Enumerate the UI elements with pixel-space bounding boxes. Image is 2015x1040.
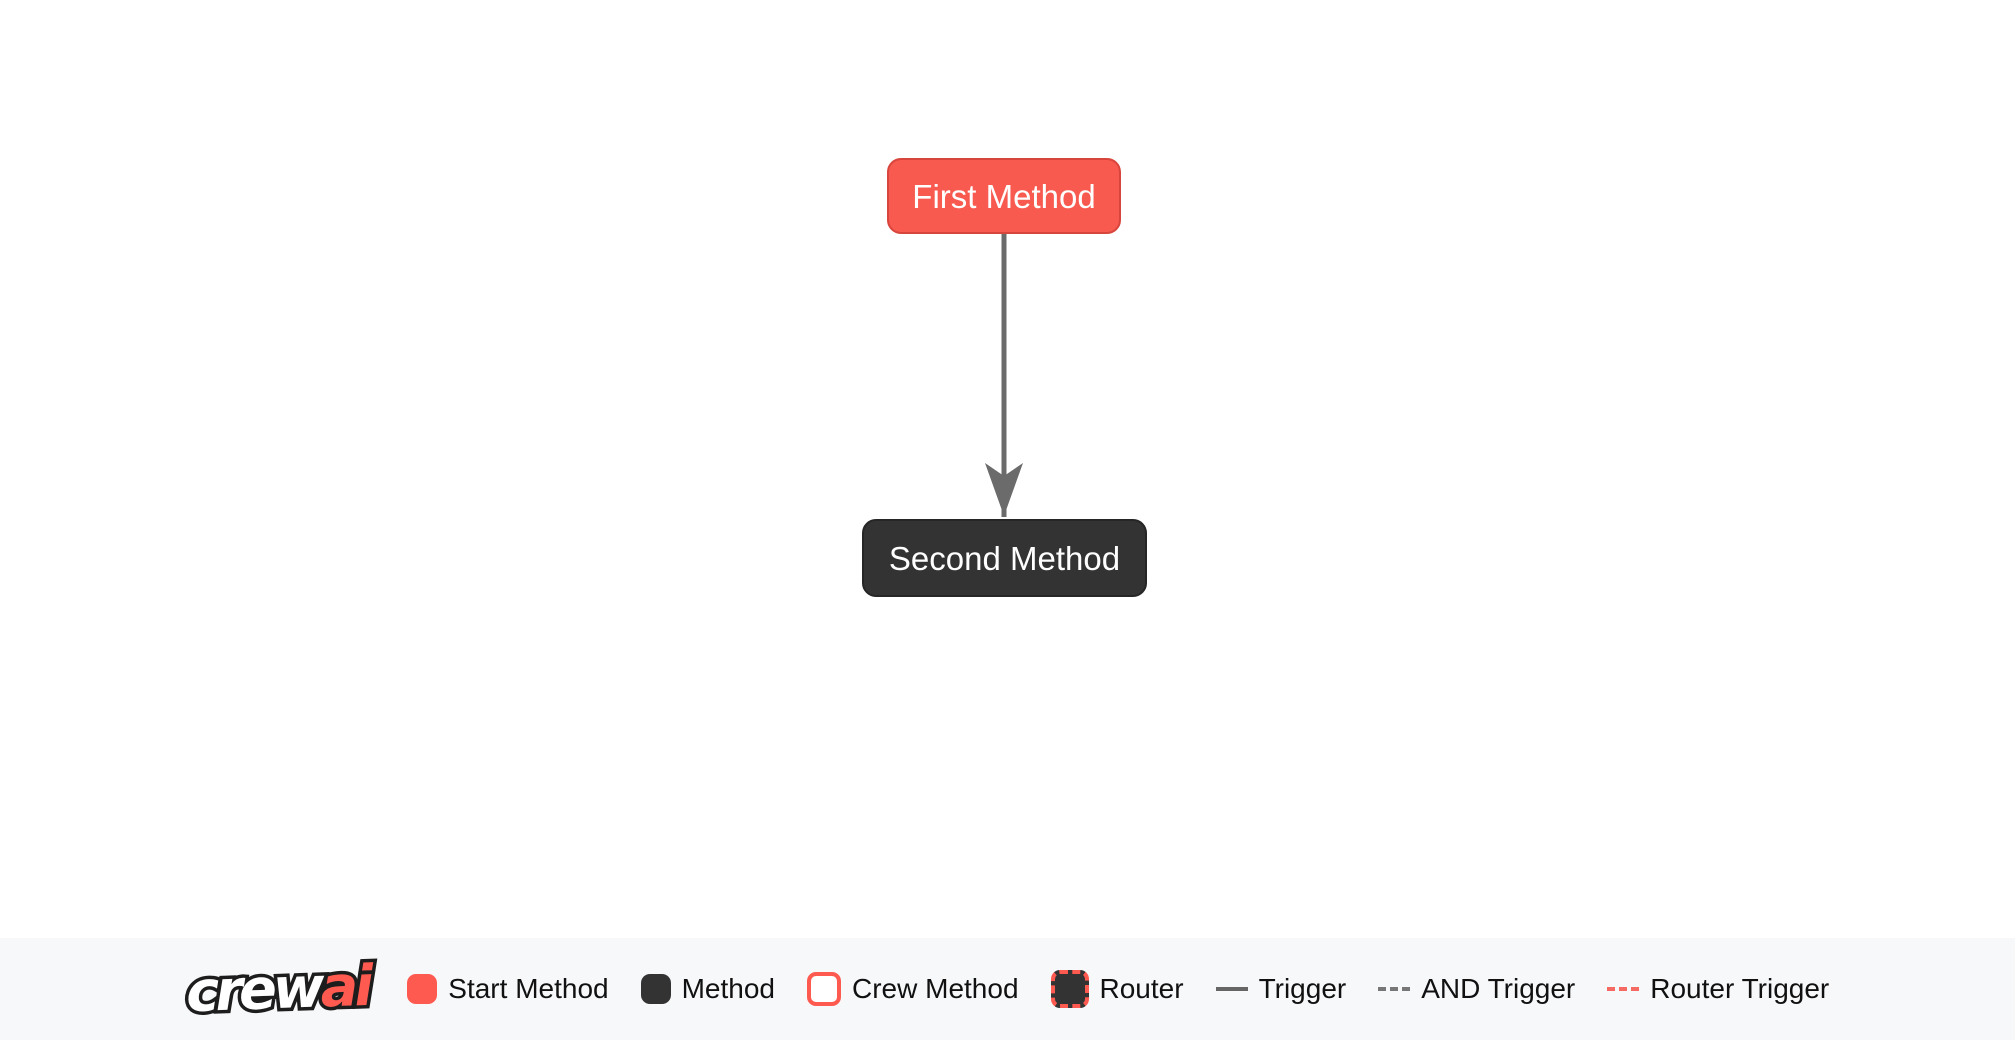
legend-item-trigger: Trigger — [1215, 973, 1347, 1005]
trigger-line-icon — [1215, 987, 1248, 991]
legend-label: AND Trigger — [1421, 973, 1576, 1004]
node-first-method[interactable]: First Method — [887, 158, 1121, 234]
crewai-logo: crewai — [181, 950, 374, 1029]
legend-item-router-trigger: Router Trigger — [1607, 973, 1829, 1005]
start-method-swatch-icon — [407, 974, 438, 1004]
legend-item-method: Method — [640, 973, 775, 1005]
legend-label: Method — [681, 973, 775, 1004]
legend-item-and-trigger: AND Trigger — [1378, 973, 1575, 1005]
crewai-logo-ai: ai — [316, 950, 374, 1024]
and-trigger-line-icon — [1378, 987, 1411, 991]
node-second-method[interactable]: Second Method — [862, 519, 1147, 597]
legend-label: Crew Method — [852, 973, 1019, 1004]
legend-item-crew-method: Crew Method — [807, 972, 1019, 1006]
crew-method-swatch-icon — [807, 972, 841, 1006]
legend-bar: crewai Start Method Method Crew Method R… — [0, 938, 2015, 1040]
legend-label: Start Method — [448, 973, 609, 1004]
legend-label: Router Trigger — [1650, 973, 1830, 1004]
trigger-edge — [985, 232, 1023, 517]
arrowhead-icon — [985, 463, 1023, 516]
crewai-logo-crew: crew — [181, 952, 325, 1029]
router-trigger-line-icon — [1607, 987, 1640, 991]
method-swatch-icon — [640, 974, 671, 1004]
router-swatch-icon — [1050, 970, 1089, 1008]
legend-item-router: Router — [1050, 970, 1184, 1008]
flow-canvas[interactable]: First Method Second Method — [0, 0, 2015, 938]
legend-item-start-method: Start Method — [407, 973, 609, 1005]
legend-label: Router — [1099, 973, 1184, 1004]
legend-label: Trigger — [1258, 973, 1347, 1004]
